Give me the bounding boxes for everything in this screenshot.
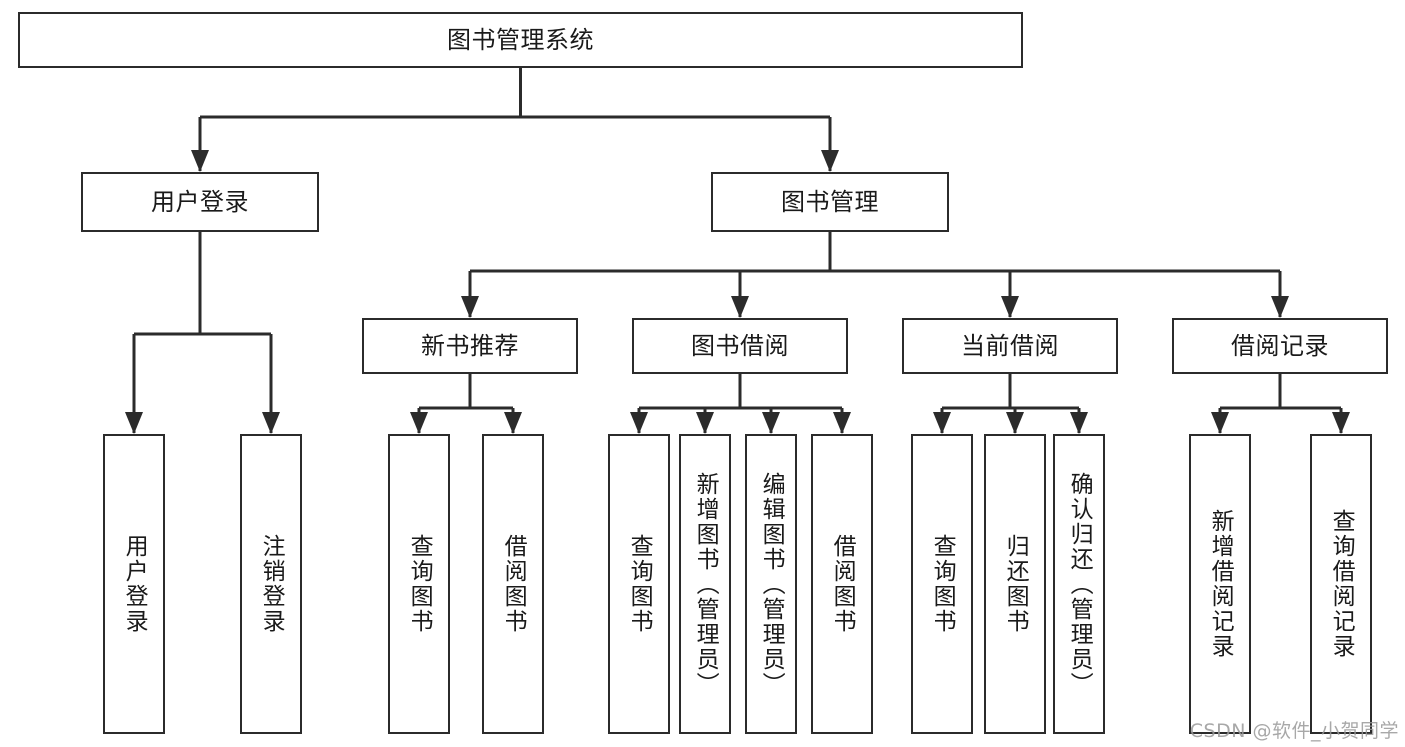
node-leaf-user-login[interactable]: 用户登录 (103, 434, 165, 734)
node-label: 新增图书（管理员） (692, 471, 719, 697)
arrow-head-icon (461, 296, 479, 318)
arrow-head-icon (1271, 296, 1289, 318)
node-label: 用户登录 (151, 187, 249, 216)
arrow-head-icon (696, 412, 714, 434)
arrow-head-icon (1006, 412, 1024, 434)
arrow-head-icon (1001, 296, 1019, 318)
node-l2-borrow-record[interactable]: 借阅记录 (1172, 318, 1388, 374)
arrow-head-icon (762, 412, 780, 434)
node-label: 图书管理 (781, 187, 879, 216)
node-label: 新增借阅记录 (1207, 509, 1234, 659)
node-l2-current-borrow[interactable]: 当前借阅 (902, 318, 1118, 374)
arrow-head-icon (125, 412, 143, 434)
arrow-head-icon (1332, 412, 1350, 434)
arrow-head-icon (821, 150, 839, 172)
node-leaf-add-record[interactable]: 新增借阅记录 (1189, 434, 1251, 734)
arrow-head-icon (1070, 412, 1088, 434)
node-l2-book-borrow[interactable]: 图书借阅 (632, 318, 848, 374)
node-leaf-query-book-2[interactable]: 查询图书 (608, 434, 670, 734)
node-label: 图书借阅 (691, 331, 789, 360)
arrow-head-icon (504, 412, 522, 434)
node-label: 查询图书 (929, 534, 956, 634)
node-label: 借阅图书 (829, 534, 856, 634)
node-label: 用户登录 (121, 534, 148, 634)
node-label: 当前借阅 (961, 331, 1059, 360)
node-leaf-edit-book[interactable]: 编辑图书（管理员） (745, 434, 797, 734)
node-leaf-return-book[interactable]: 归还图书 (984, 434, 1046, 734)
node-label: 注销登录 (258, 534, 285, 634)
node-root[interactable]: 图书管理系统 (18, 12, 1023, 68)
node-label: 归还图书 (1002, 534, 1029, 634)
node-label: 新书推荐 (421, 331, 519, 360)
node-leaf-query-record[interactable]: 查询借阅记录 (1310, 434, 1372, 734)
node-leaf-query-book-1[interactable]: 查询图书 (388, 434, 450, 734)
arrow-head-icon (630, 412, 648, 434)
arrow-head-icon (731, 296, 749, 318)
node-leaf-borrow-book-2[interactable]: 借阅图书 (811, 434, 873, 734)
arrow-head-icon (262, 412, 280, 434)
node-leaf-add-book[interactable]: 新增图书（管理员） (679, 434, 731, 734)
node-leaf-logout[interactable]: 注销登录 (240, 434, 302, 734)
arrow-head-icon (410, 412, 428, 434)
node-leaf-query-book-3[interactable]: 查询图书 (911, 434, 973, 734)
node-l1-user-login[interactable]: 用户登录 (81, 172, 319, 232)
node-label: 查询图书 (406, 534, 433, 634)
arrow-head-icon (833, 412, 851, 434)
node-label: 编辑图书（管理员） (758, 471, 785, 697)
arrow-head-icon (191, 150, 209, 172)
node-leaf-borrow-book-1[interactable]: 借阅图书 (482, 434, 544, 734)
node-l2-new-book-rec[interactable]: 新书推荐 (362, 318, 578, 374)
node-label: 确认归还（管理员） (1066, 471, 1093, 697)
node-label: 查询图书 (626, 534, 653, 634)
arrow-head-icon (933, 412, 951, 434)
node-label: 借阅记录 (1231, 331, 1329, 360)
node-label: 借阅图书 (500, 534, 527, 634)
node-leaf-confirm-return[interactable]: 确认归还（管理员） (1053, 434, 1105, 734)
node-label: 图书管理系统 (447, 25, 594, 54)
node-label: 查询借阅记录 (1328, 509, 1355, 659)
arrow-head-icon (1211, 412, 1229, 434)
node-l1-book-mgmt[interactable]: 图书管理 (711, 172, 949, 232)
